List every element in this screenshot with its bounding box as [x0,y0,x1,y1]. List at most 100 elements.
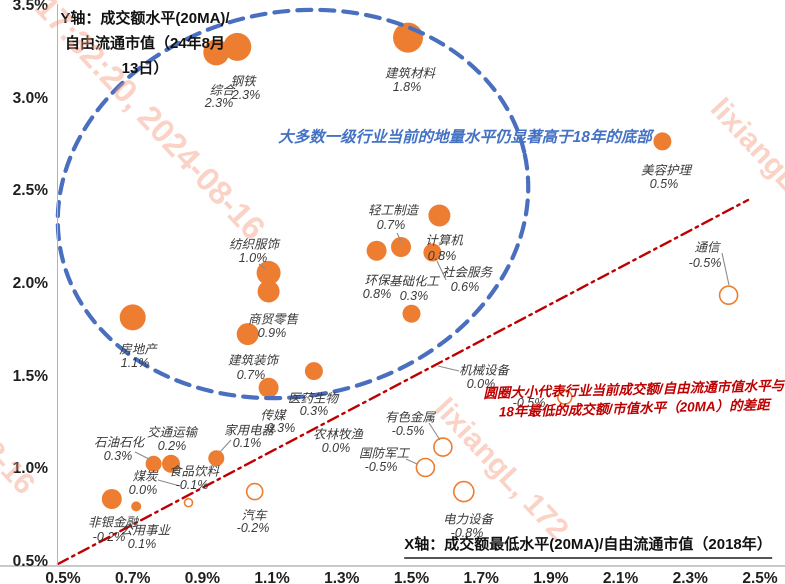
x-tick-label: 1.9% [533,570,569,584]
industry-value: 0.7% [236,368,266,382]
industry-value: 0.3% [299,404,329,418]
industry-label: 家用电器 [223,423,275,438]
bubble [452,480,475,503]
industry-value: 0.0% [321,441,351,455]
industry-value: 0.3% [266,421,296,435]
industry-label: 国防军工 [358,446,410,461]
identity-line [56,198,750,566]
x-tick-label: 0.7% [115,570,151,584]
bubble [556,389,573,405]
x-tick-label: 2.3% [672,570,708,584]
y-axis-line [57,4,58,566]
industry-label: 公用事业 [119,523,171,538]
industry-label: 有色金属 [384,410,436,425]
industry-label: 轻工制造 [367,203,419,218]
industry-value: 0.0% [466,377,496,391]
industry-value: -0.5% [391,424,425,438]
industry-value: 0.6% [450,280,480,294]
industry-label: 纺织服饰 [228,237,280,252]
x-tick-label: 1.5% [393,570,430,584]
bubble [245,482,264,501]
x-tick-label: 0.5% [45,570,81,584]
annotation-red: 圆圈大小代表行业当前成交额/自由流通市值水平与 18年最低的成交额/市值水平（2… [483,376,785,422]
industry-label: 医药生物 [287,391,339,406]
bubble [653,132,672,151]
industry-value: -0.2% [236,521,270,535]
x-tick-label: 1.7% [463,570,499,584]
y-tick-label: 3.0% [12,89,48,107]
industry-value: -0.5% [512,396,546,410]
bubble [145,455,162,472]
y-tick-label: 1.5% [12,367,48,385]
bubble [223,32,252,61]
bubble [208,450,225,467]
industry-label: 建筑装饰 [227,353,279,368]
x-tick-label: 1.1% [254,570,290,584]
y-axis-title-line: 13日） [121,60,169,77]
industry-value: -0.1% [175,478,209,492]
industry-label: 商贸零售 [247,312,299,327]
bubble [131,501,142,512]
x-tick-label: 2.5% [742,570,778,584]
industry-value: 2.3% [231,88,261,102]
bubble [236,323,259,346]
industry-label: 美容护理 [640,163,692,178]
connector-line [437,365,460,372]
y-tick-label: 2.5% [12,182,48,200]
industry-label: 传媒 [260,408,286,423]
y-axis-title-line: Y轴：成交额水平(20MA)/ [60,10,230,27]
industry-label: 基础化工 [388,274,440,289]
industry-value: 1.8% [392,80,422,94]
x-axis-line [0,565,785,567]
bubble [428,204,451,227]
bubble [258,377,279,398]
bubble [203,39,230,66]
industry-value: 0.2% [157,439,187,453]
bubble [101,489,122,509]
ellipse-annotation [55,7,531,401]
y-tick-label: 1.0% [12,460,48,478]
bubble [402,304,421,323]
bubble [162,454,180,473]
connector-line [258,263,267,270]
x-tick-label: 1.3% [324,570,360,584]
industry-value: -0.5% [688,256,722,270]
connector-line [396,232,402,242]
connector-line [405,458,418,465]
industry-value: 2.3% [204,96,234,110]
industry-value: -0.5% [364,460,398,474]
industry-label: 煤炭 [132,469,158,484]
x-axis-title: X轴：成交额最低水平(20MA)/自由流通市值（2018年） [404,533,772,559]
industry-value: 0.7% [376,218,406,232]
industry-value: 0.5% [649,177,679,191]
bubble [119,304,146,331]
industry-label: 通信 [694,240,720,255]
bubble [183,497,194,508]
industry-label: 综合 [209,83,235,98]
industry-value: 0.3% [399,289,429,303]
bubble [433,437,453,457]
industry-label: 交通运输 [146,425,198,440]
industry-label: 计算机 [425,233,463,248]
y-axis-title: Y轴：成交额水平(20MA)/ 自由流通市值（24年8月 13日） [60,6,230,81]
industry-label: 房地产 [119,342,157,357]
bubble [304,362,323,381]
bubble [423,243,442,262]
annotation-blue: 大多数一级行业当前的地量水平仍显著高于18年的底部 [278,129,652,146]
bubble [391,237,411,257]
connector-line [436,260,447,281]
industry-label: 非银金融 [87,515,139,530]
industry-value: 0.3% [103,449,133,463]
industry-label: 机械设备 [458,363,510,378]
industry-label: 建筑材料 [384,66,436,81]
y-tick-label: 3.5% [12,0,48,15]
industry-value: 1.0% [238,251,268,265]
connector-line [428,422,441,441]
industry-value: 0.8% [362,287,392,301]
x-tick-label: 0.9% [184,570,221,584]
industry-value: 0.1% [232,436,262,450]
industry-label: 石油石化 [93,435,145,450]
industry-value: -0.8% [450,526,484,540]
